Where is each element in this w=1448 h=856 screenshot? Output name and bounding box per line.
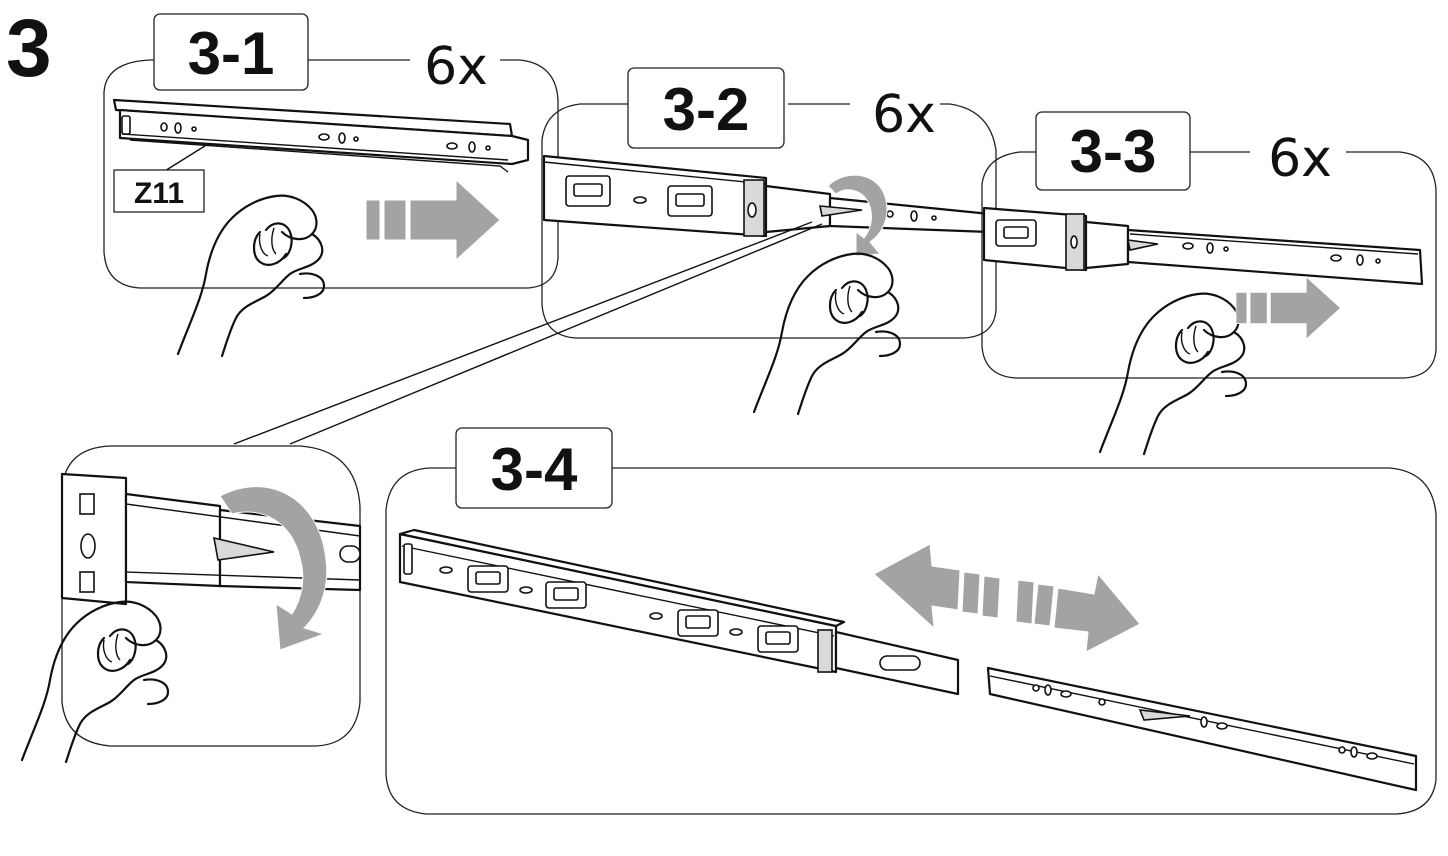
hand-pinch-icon bbox=[752, 252, 902, 416]
substep-3-2-panel: 3-2 6x bbox=[233, 67, 997, 445]
zoom-detail-panel bbox=[20, 445, 362, 764]
substep-3-4-panel: 3-4 bbox=[385, 427, 1437, 815]
drawer-rail-icon bbox=[60, 472, 362, 606]
pull-arrow-icon bbox=[365, 179, 501, 261]
drawer-rail-icon bbox=[542, 154, 992, 238]
drawer-rail-icon bbox=[112, 98, 530, 173]
substep-3-2-label: 3-2 bbox=[663, 76, 750, 143]
substep-3-3-panel: 3-3 6x bbox=[981, 111, 1437, 456]
drawer-rail-icon bbox=[986, 666, 1418, 792]
rotate-arrow-icon bbox=[219, 486, 328, 651]
substep-3-3-quantity: 6x bbox=[1268, 129, 1332, 189]
hand-pinch-icon bbox=[20, 600, 170, 764]
substep-3-4-label: 3-4 bbox=[491, 436, 578, 503]
substep-3-2-quantity: 6x bbox=[872, 85, 936, 145]
hand-pinch-icon bbox=[1098, 292, 1248, 456]
substep-3-1-quantity: 6x bbox=[424, 37, 488, 97]
drawer-rail-icon bbox=[398, 528, 960, 696]
substep-3-3-label: 3-3 bbox=[1070, 118, 1157, 185]
substep-3-1-label: 3-1 bbox=[188, 20, 275, 87]
drawer-rail-icon bbox=[982, 206, 1424, 286]
bidirectional-arrow-icon bbox=[873, 543, 1141, 653]
zoom-detail-icon bbox=[233, 221, 823, 445]
substep-3-1-panel: 3-1 6x Z11 bbox=[103, 13, 559, 358]
step-number: 3 bbox=[6, 3, 52, 94]
part-code-label: Z11 bbox=[134, 177, 184, 210]
pull-arrow-icon bbox=[1235, 276, 1341, 340]
hand-pinch-icon bbox=[176, 194, 326, 358]
